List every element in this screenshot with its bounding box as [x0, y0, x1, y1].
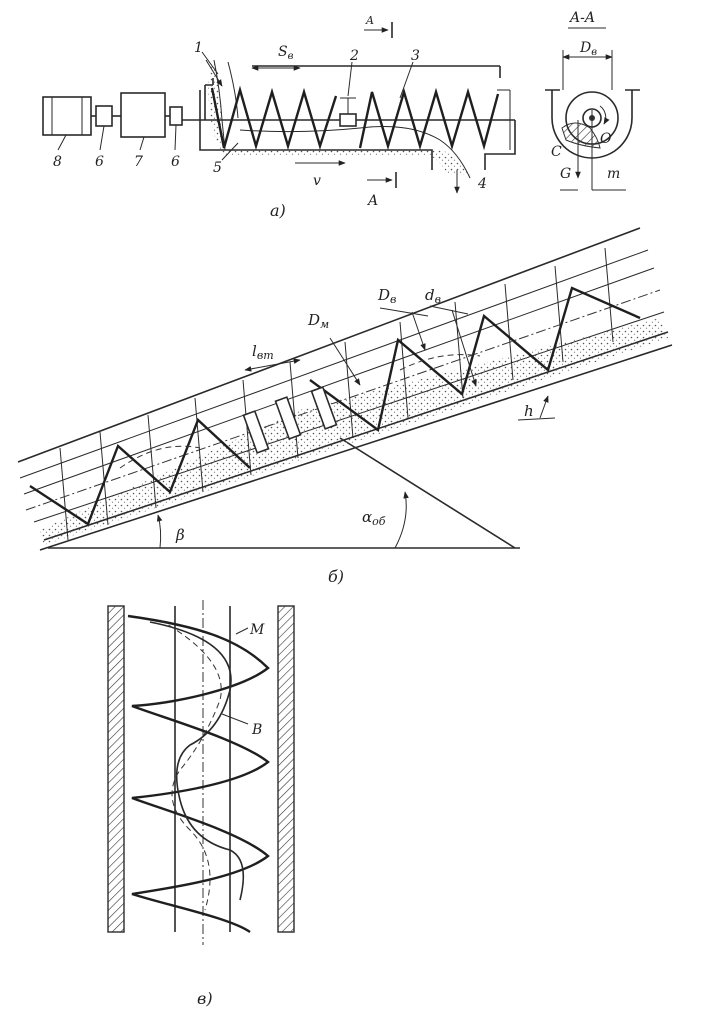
intermediate-bearing — [339, 97, 357, 127]
figure-a: 1 2 3 4 5 6 6 7 8 Sв v A A a) A-A Dв — [42, 10, 640, 220]
label-6-right: 6 — [171, 154, 180, 170]
particle-path-b — [159, 619, 222, 911]
section-c-label: C — [551, 144, 562, 160]
dv-small-label: dв — [425, 286, 441, 306]
screw-flight-right — [358, 87, 500, 151]
section-diameter-label: Dв — [579, 40, 597, 58]
section-a-a: A-A Dв C O G m — [545, 10, 640, 191]
section-m-label: m — [607, 166, 620, 182]
coupling-left-6 — [95, 105, 113, 127]
velocity-label: v — [313, 173, 321, 189]
label-6-left: 6 — [95, 154, 104, 170]
label-b: B — [251, 722, 262, 738]
section-title: A-A — [568, 10, 595, 26]
inclined-flight-lower — [29, 417, 251, 526]
bulk-material — [208, 60, 470, 175]
lbt-dimension — [244, 358, 301, 372]
helix-flight — [127, 614, 270, 933]
gearbox-block-7 — [120, 92, 166, 138]
beta-label: β — [175, 526, 185, 544]
beta-arc — [156, 514, 163, 549]
grid-ticks — [59, 247, 614, 541]
figure-b: lвт Dм Dв dв h β αоб б) — [17, 227, 673, 586]
section-mark-bottom: A — [366, 193, 378, 209]
dm-label: Dм — [307, 311, 329, 331]
label-2: 2 — [349, 48, 359, 64]
coupling-right-6 — [169, 106, 183, 126]
inclined-material — [40, 318, 668, 545]
motor-block-8 — [42, 96, 92, 136]
pitch-label: Sв — [278, 44, 294, 62]
dv-label: Dв — [377, 286, 396, 306]
label-1: 1 — [194, 40, 203, 56]
trough-top-wall — [204, 65, 501, 120]
material-curve-m — [149, 621, 245, 901]
inclined-bearing — [242, 386, 338, 454]
support-line — [339, 437, 516, 549]
figure-a-label: a) — [270, 201, 286, 220]
label-4: 4 — [477, 176, 487, 192]
lbt-label: lвт — [252, 342, 274, 362]
label-3: 3 — [411, 48, 420, 64]
section-o-label: O — [600, 131, 612, 147]
figure-c-label: в) — [197, 989, 213, 1008]
tube-wall-right — [277, 605, 295, 933]
label-7: 7 — [134, 154, 143, 170]
inlet-arrow — [205, 59, 223, 87]
figure-b-label: б) — [328, 567, 344, 586]
label-m: M — [249, 622, 265, 638]
figure-c: M B в) — [107, 600, 295, 1008]
section-g-label: G — [560, 166, 571, 182]
tube-wall-left — [107, 605, 125, 933]
label-8: 8 — [53, 154, 62, 170]
h-label: h — [524, 402, 534, 420]
label-5: 5 — [213, 160, 222, 176]
alpha-label: αоб — [362, 508, 386, 528]
section-mark-top: A — [365, 14, 374, 27]
alpha-arc — [394, 491, 409, 549]
screw-flight-left — [210, 85, 338, 151]
